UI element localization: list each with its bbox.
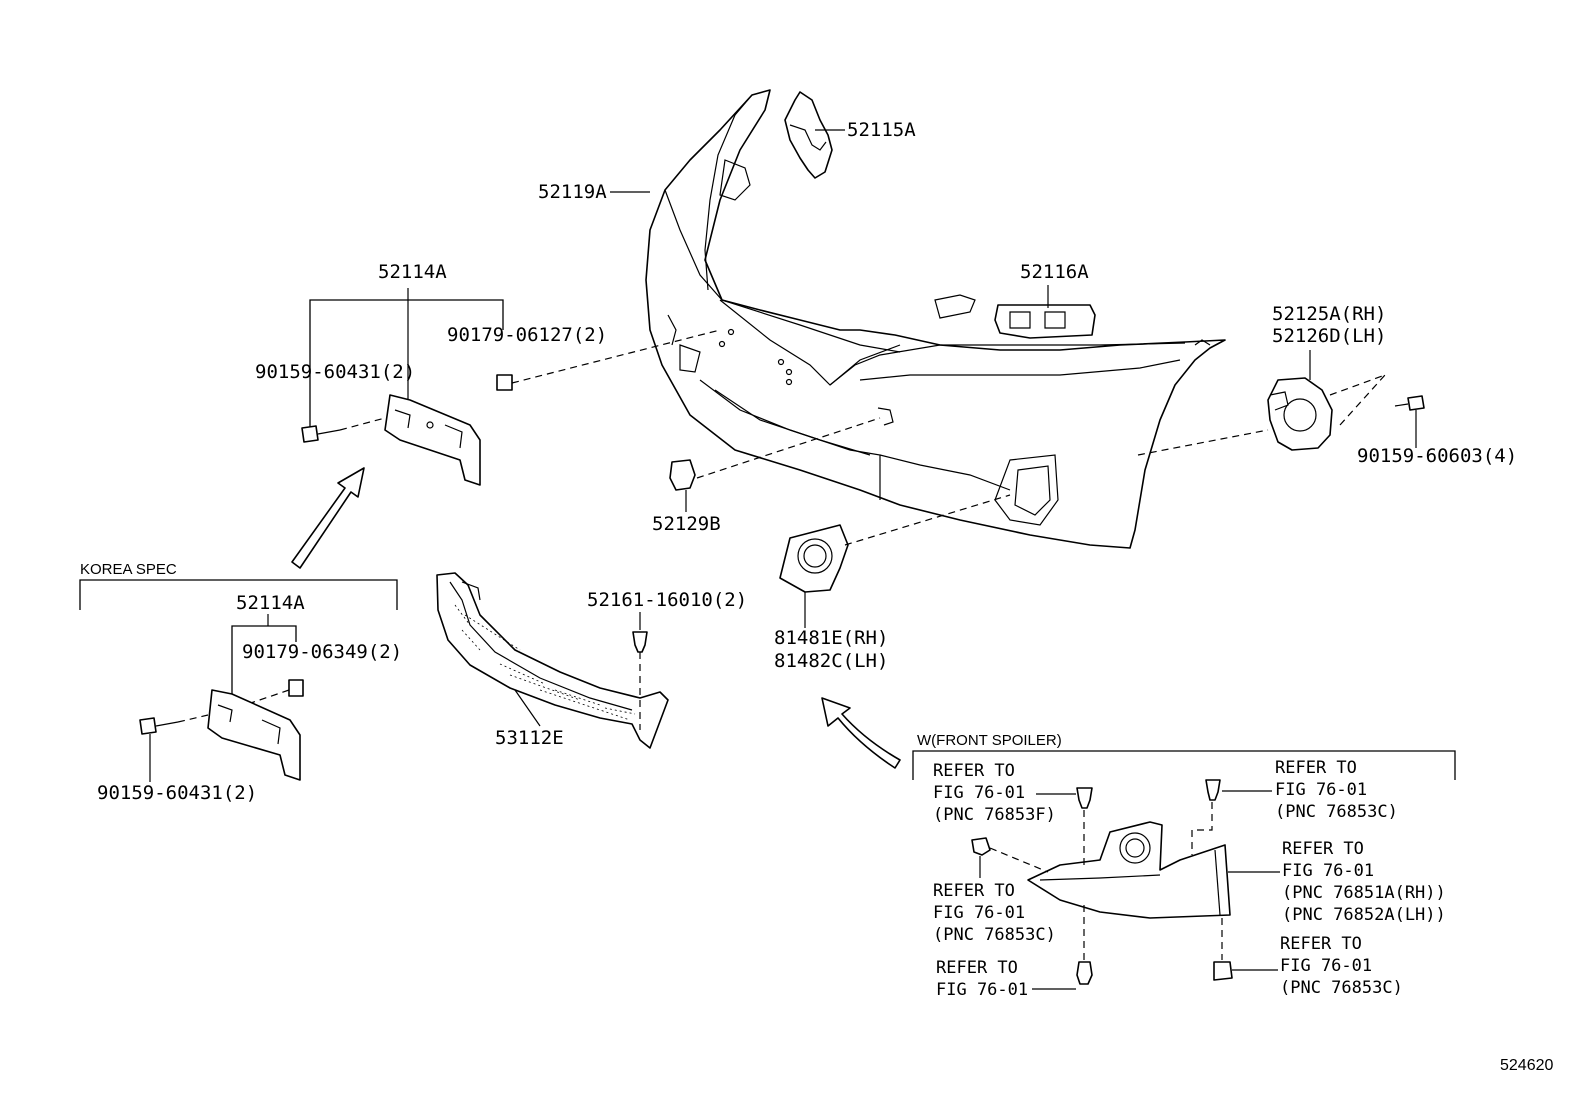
label-53112e: 53112E xyxy=(495,727,564,749)
refer-1-line-1: REFER TO xyxy=(933,761,1015,781)
refer-2-line-1: REFER TO xyxy=(933,881,1015,901)
refer-6-line-3: (PNC 76853C) xyxy=(1280,978,1403,998)
refer-5-line-3: (PNC 76851A(RH)) xyxy=(1282,883,1446,903)
label-korea-90159-60431: 90159-60431(2) xyxy=(97,782,257,804)
refer-2-line-3: (PNC 76853C) xyxy=(933,925,1056,945)
dash-bracket-to-bumper xyxy=(1137,429,1269,456)
label-81481e: 81481E(RH) xyxy=(774,627,888,649)
dash-cover-to-bumper xyxy=(844,494,1011,546)
label-90179-06349: 90179-06349(2) xyxy=(242,641,402,663)
screw-90159-60431-top[interactable] xyxy=(301,425,341,443)
arrow-korea-to-main xyxy=(291,467,365,569)
retainer-52116a[interactable] xyxy=(994,304,1096,339)
label-52126d: 52126D(LH) xyxy=(1272,325,1386,347)
label-52114a: 52114A xyxy=(378,261,447,283)
license-plate-bracket[interactable] xyxy=(384,394,481,486)
refer-note-5: REFER TO FIG 76-01 (PNC 76851A(RH)) (PNC… xyxy=(1282,839,1446,925)
clip-refer-4[interactable] xyxy=(1076,961,1093,985)
label-52125a: 52125A(RH) xyxy=(1272,303,1386,325)
foglamp-cover[interactable] xyxy=(779,524,849,593)
leader-53112e xyxy=(514,689,541,727)
nut-90179-06349[interactable] xyxy=(288,679,304,697)
cap-hole xyxy=(877,407,894,426)
refer-note-1: REFER TO FIG 76-01 (PNC 76853F) xyxy=(933,761,1056,825)
label-90179-06127: 90179-06127(2) xyxy=(447,324,607,346)
dash-cap-to-bumper xyxy=(696,417,881,479)
screw-90159-60603[interactable] xyxy=(1394,395,1425,411)
front-spoiler-frame xyxy=(912,750,1456,780)
dash-screw-to-bracket xyxy=(339,417,386,431)
label-52116a: 52116A xyxy=(1020,261,1089,283)
screw-korea-90159-60431[interactable] xyxy=(139,717,179,735)
lower-grille-53112e[interactable] xyxy=(436,572,669,749)
clip-76853c-left[interactable] xyxy=(971,837,991,856)
bracket-52114a xyxy=(309,299,504,435)
nut-90179-06127[interactable] xyxy=(496,374,513,391)
refer-5-line-2: FIG 76-01 xyxy=(1282,861,1374,881)
section-front-spoiler: W(FRONT SPOILER) xyxy=(917,732,1062,749)
dash-bracket-to-screw-2 xyxy=(1339,374,1386,426)
label-korea-52114a: 52114A xyxy=(236,592,305,614)
clip-76853f[interactable] xyxy=(1076,787,1093,809)
korea-spec-frame xyxy=(79,579,398,610)
section-korea-spec: KOREA SPEC xyxy=(80,561,177,578)
refer-6-line-2: FIG 76-01 xyxy=(1280,956,1372,976)
refer-2-line-2: FIG 76-01 xyxy=(933,903,1025,923)
foglamp-bracket[interactable] xyxy=(1267,377,1333,451)
label-90159-60603: 90159-60603(4) xyxy=(1357,445,1517,467)
label-52161-16010: 52161-16010(2) xyxy=(587,589,747,611)
front-spoiler-part[interactable] xyxy=(1027,821,1231,919)
refer-note-6: REFER TO FIG 76-01 (PNC 76853C) xyxy=(1280,934,1403,998)
dash-clip-2 xyxy=(989,847,1049,873)
dash-bracket-to-screw xyxy=(1329,374,1386,396)
label-52129b: 52129B xyxy=(652,513,721,535)
label-90159-60431-top: 90159-60431(2) xyxy=(255,361,415,383)
refer-4-line-1: REFER TO xyxy=(936,958,1018,978)
label-81482c: 81482C(LH) xyxy=(774,650,888,672)
bracket-korea xyxy=(231,625,297,700)
korea-plate-bracket[interactable] xyxy=(207,689,301,781)
clip-76853c-bottom[interactable] xyxy=(1213,961,1233,981)
front-bumper-cover[interactable] xyxy=(645,89,1226,549)
bracket-52115a[interactable] xyxy=(784,91,833,179)
cap-52129b[interactable] xyxy=(669,459,696,491)
refer-4-line-2: FIG 76-01 xyxy=(936,980,1028,1000)
refer-5-line-1: REFER TO xyxy=(1282,839,1364,859)
label-52115a: 52115A xyxy=(847,119,916,141)
dash-clip-3 xyxy=(1191,802,1213,855)
refer-3-line-2: FIG 76-01 xyxy=(1275,780,1367,800)
refer-note-3: REFER TO FIG 76-01 (PNC 76853C) xyxy=(1275,758,1398,822)
refer-note-2: REFER TO FIG 76-01 (PNC 76853C) xyxy=(933,881,1056,945)
dash-korea-screw xyxy=(177,714,209,723)
refer-3-line-3: (PNC 76853C) xyxy=(1275,802,1398,822)
refer-note-4: REFER TO FIG 76-01 xyxy=(936,958,1028,1000)
label-52119a: 52119A xyxy=(538,181,607,203)
refer-6-line-1: REFER TO xyxy=(1280,934,1362,954)
refer-5-line-4: (PNC 76852A(LH)) xyxy=(1282,905,1446,925)
refer-1-line-2: FIG 76-01 xyxy=(933,783,1025,803)
diagram-id: 524620 xyxy=(1500,1057,1553,1074)
clip-52161-16010[interactable] xyxy=(632,631,648,653)
refer-3-line-1: REFER TO xyxy=(1275,758,1357,778)
clip-76853c-top[interactable] xyxy=(1205,779,1221,801)
refer-1-line-3: (PNC 76853F) xyxy=(933,805,1056,825)
arrow-spoiler-to-cover xyxy=(821,697,901,769)
